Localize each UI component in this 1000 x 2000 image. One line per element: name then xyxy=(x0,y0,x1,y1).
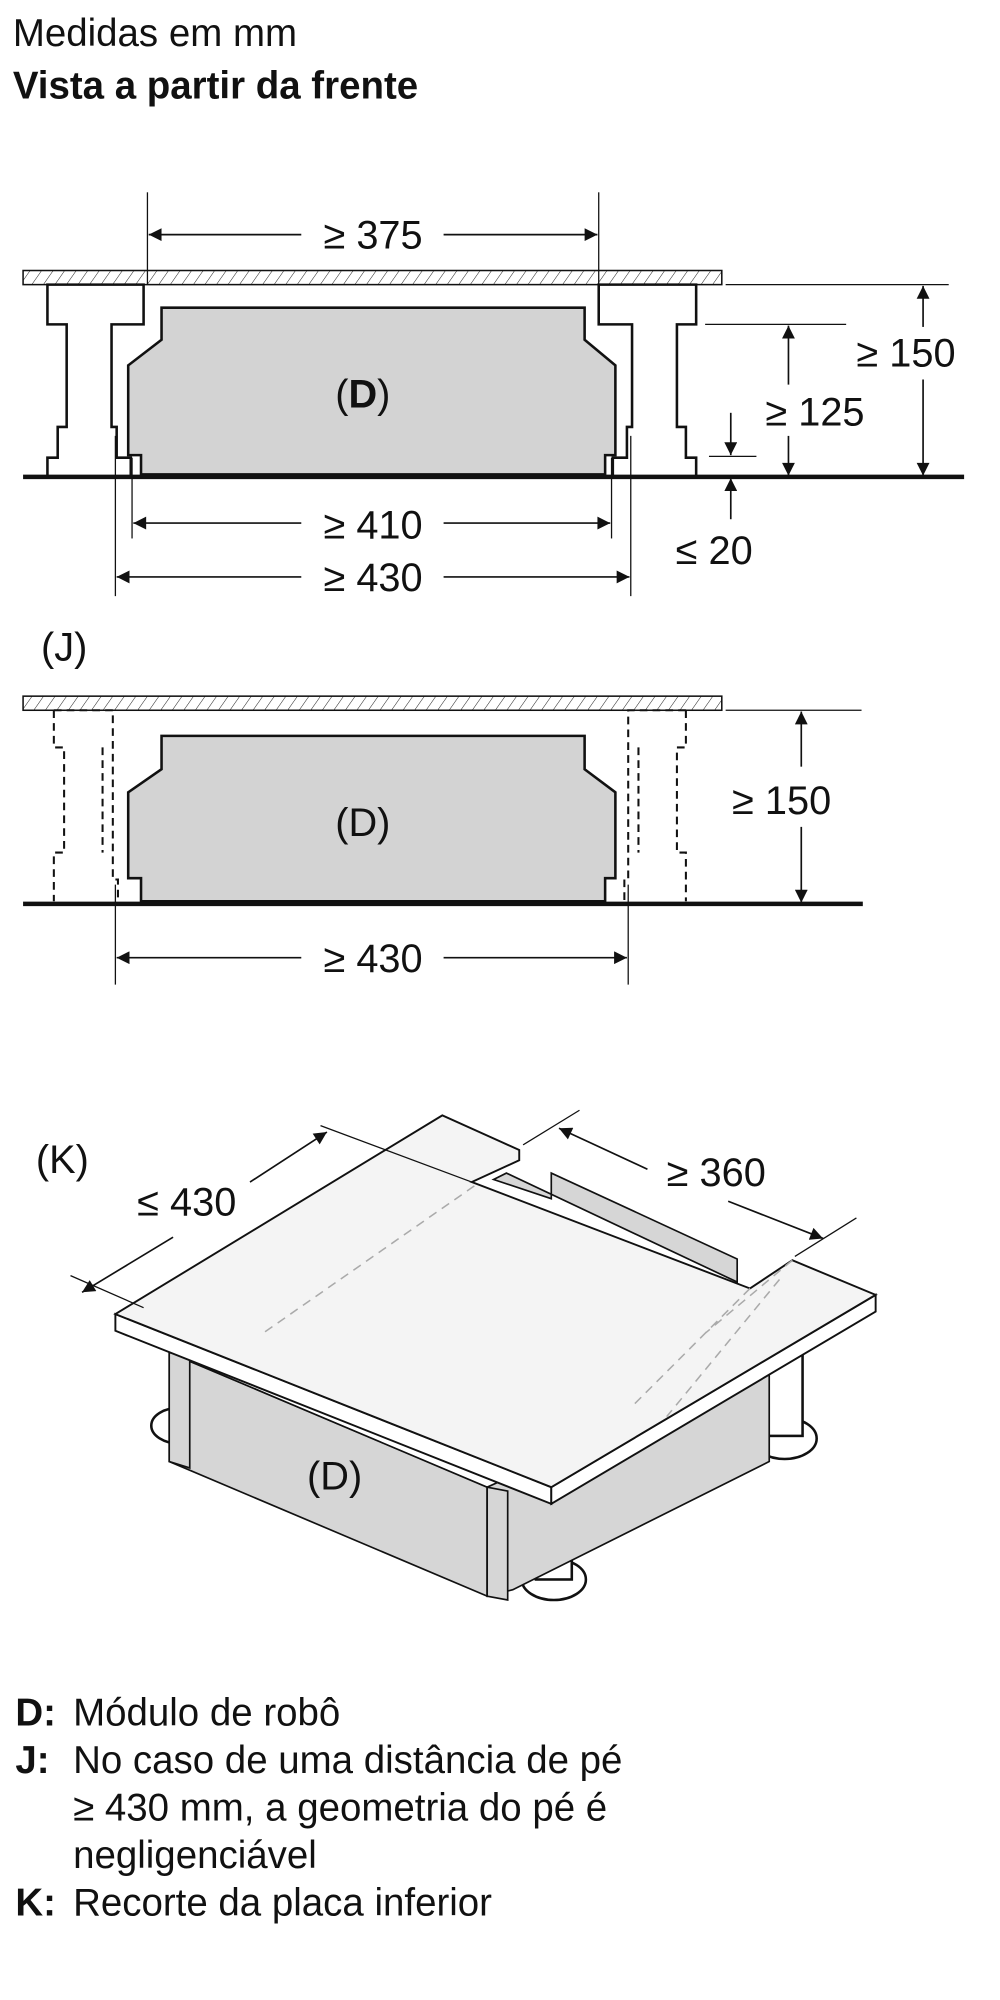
view-title: Vista a partir da frente xyxy=(13,65,418,108)
legend-key-k: K: xyxy=(15,1881,56,1924)
legend-text-j-2: ≥ 430 mm, a geometria do pé é xyxy=(73,1787,607,1830)
base-plate xyxy=(113,1114,878,1489)
left-foot-dashed xyxy=(52,709,119,902)
legend: D: Módulo de robô J: No caso de uma dist… xyxy=(15,1692,622,1925)
dim-min-150: ≥ 150 xyxy=(856,332,955,376)
units-note: Medidas em mm xyxy=(13,12,297,55)
view-k-label: (K) xyxy=(36,1138,89,1182)
front-view-diagram: ≥ 375 (D) ≥ 150 ≥ 125 ≤ 20 ≥ 410 ≥ 430 xyxy=(22,192,965,600)
robot-module xyxy=(126,734,617,903)
legend-key-d: D: xyxy=(15,1692,56,1735)
legend-text-j-3: negligenciável xyxy=(73,1834,317,1877)
legend-key-j: J: xyxy=(15,1739,49,1782)
module-label: (D) xyxy=(335,801,390,845)
view-j-label: (J) xyxy=(41,625,87,669)
dim-max-20: ≤ 20 xyxy=(676,529,753,573)
module-label: (D) xyxy=(307,1455,362,1499)
right-foot-dashed xyxy=(623,709,687,902)
dim-max-430: ≤ 430 xyxy=(137,1180,236,1224)
module-label: (D) xyxy=(335,373,390,417)
dim-min-360: ≥ 360 xyxy=(667,1151,766,1195)
countertop-slab xyxy=(22,695,723,712)
view-j-diagram: (J) (D) ≥ 150 ≥ 430 xyxy=(22,625,863,985)
robot-module xyxy=(126,306,617,476)
dim-min-430: ≥ 430 xyxy=(323,556,422,600)
view-k-diagram: (K) (D) ≤ 430 ≥ 360 xyxy=(36,1109,878,1602)
countertop-slab xyxy=(22,269,723,286)
dim-min-430: ≥ 430 xyxy=(323,937,422,981)
legend-text-k: Recorte da placa inferior xyxy=(73,1881,492,1924)
legend-text-j-1: No caso de uma distância de pé xyxy=(73,1739,622,1782)
dim-min-150: ≥ 150 xyxy=(732,779,831,823)
dim-min-375: ≥ 375 xyxy=(323,214,422,258)
legend-text-d: Módulo de robô xyxy=(73,1692,340,1735)
dim-min-125: ≥ 125 xyxy=(765,391,864,435)
dim-min-410: ≥ 410 xyxy=(323,503,422,547)
